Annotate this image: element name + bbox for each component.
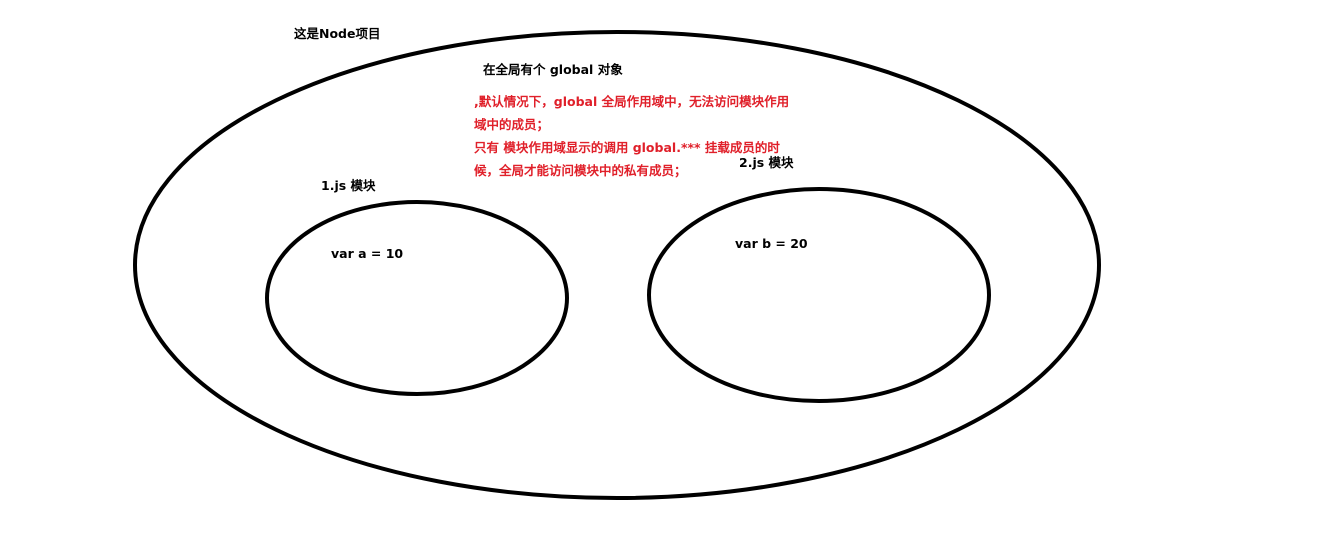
- module2-label: 2.js 模块: [739, 155, 794, 170]
- note-line: 候，全局才能访问模块中的私有成员；: [474, 163, 687, 178]
- note-line: 域中的成员；: [474, 117, 550, 132]
- node-project-ellipse: [133, 30, 1101, 500]
- note-line: ,默认情况下，global 全局作用域中，无法访问模块作用: [474, 94, 790, 109]
- var-b-label: var b = 20: [735, 236, 808, 251]
- project-label: 这是Node项目: [294, 26, 381, 41]
- module1-ellipse: [265, 200, 569, 396]
- module2-ellipse: [647, 187, 991, 403]
- global-object-label: 在全局有个 global 对象: [483, 62, 623, 77]
- note-line: 只有 模块作用域显示的调用 global.*** 挂载成员的时: [474, 140, 780, 155]
- module1-label: 1.js 模块: [321, 178, 376, 193]
- global-scope-note: ,默认情况下，global 全局作用域中，无法访问模块作用 域中的成员； 只有 …: [474, 90, 794, 182]
- var-a-label: var a = 10: [331, 246, 404, 261]
